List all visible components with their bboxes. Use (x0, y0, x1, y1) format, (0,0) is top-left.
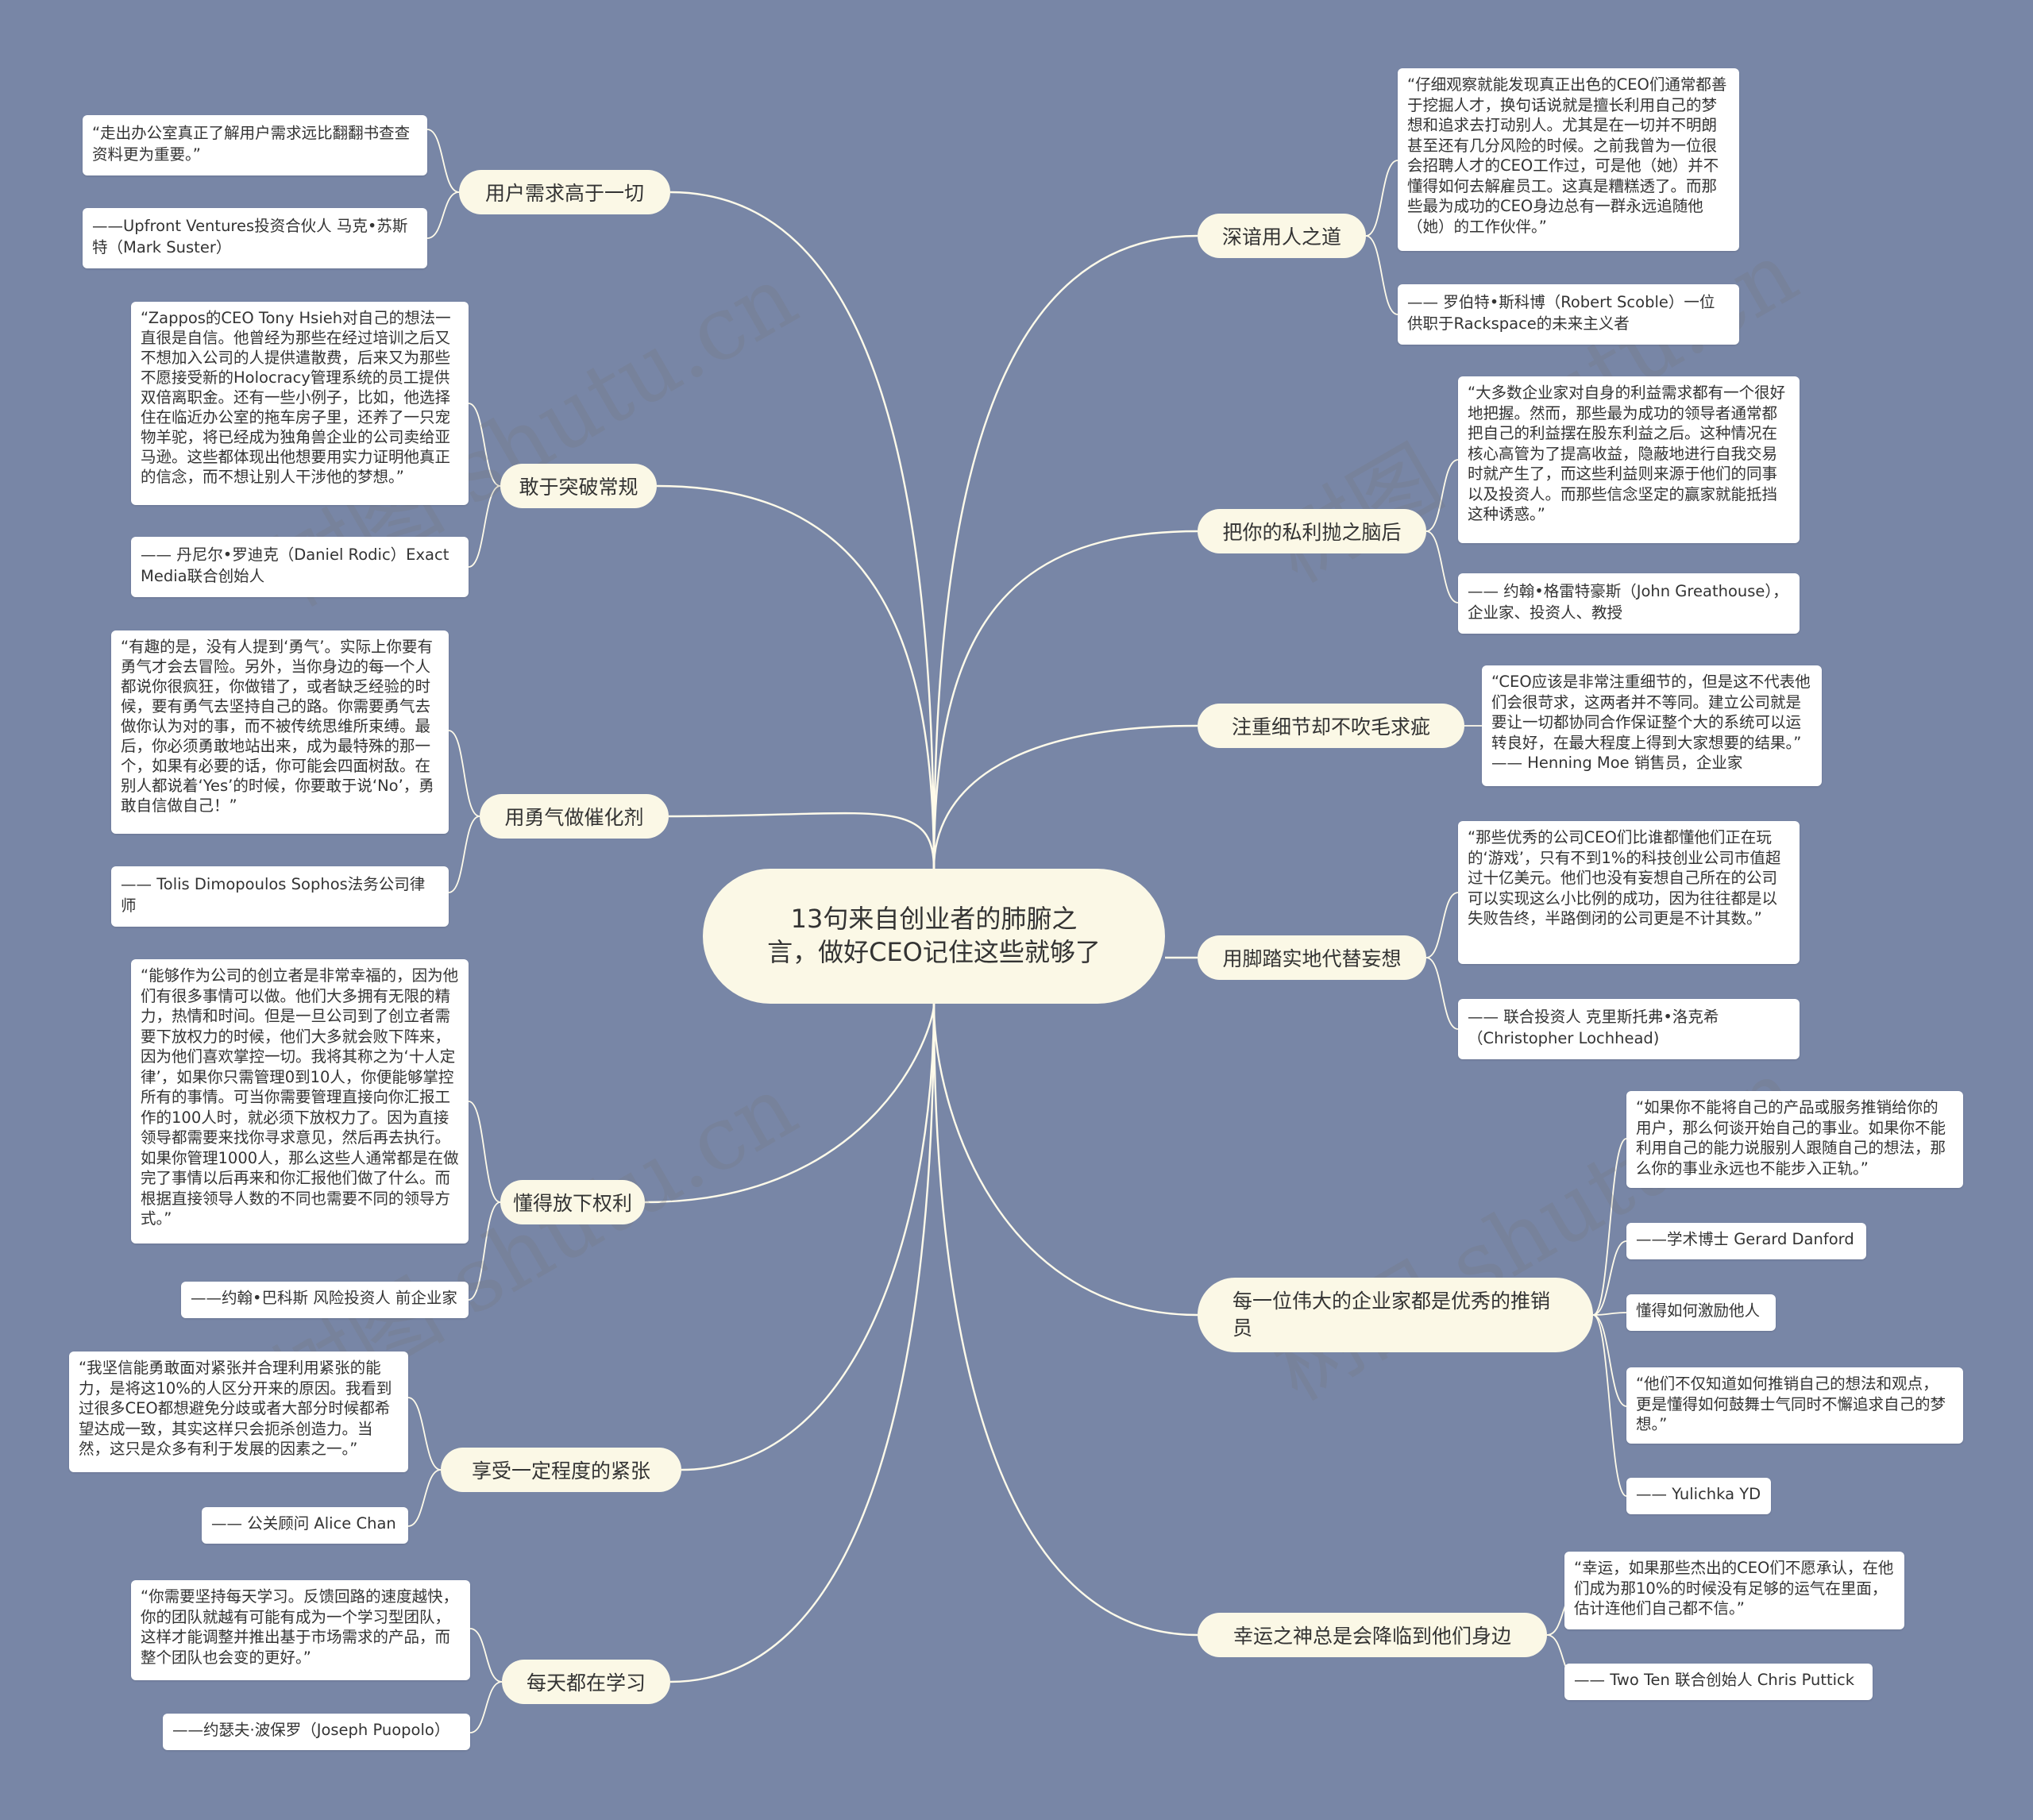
branch-tension[interactable]: 享受一定程度的紧张 (441, 1448, 681, 1492)
branch-user-needs[interactable]: 用户需求高于一切 (459, 170, 670, 214)
leaf-author[interactable]: ——学术博士 Gerard Danford (1626, 1223, 1866, 1259)
leaf-quote[interactable]: “你需要坚持每天学习。反馈回路的速度越快，你的团队就越有可能有成为一个学习型团队… (131, 1580, 470, 1680)
leaf-subtopic[interactable]: 懂得如何激励他人 (1626, 1294, 1776, 1331)
leaf-author[interactable]: —— Yulichka YD (1626, 1478, 1771, 1514)
leaf-author[interactable]: —— Two Ten 联合创始人 Chris Puttick (1564, 1664, 1873, 1700)
leaf-author[interactable]: —— 联合投资人 克里斯托弗•洛克希（Christopher Lochhead) (1458, 999, 1800, 1059)
branch-details[interactable]: 注重细节却不吹毛求疵 (1198, 704, 1464, 748)
leaf-author[interactable]: —— 约翰•格雷特豪斯（John Greathouse），企业家、投资人、教授 (1458, 573, 1800, 634)
root-topic-label: 13句来自创业者的肺腑之言，做好CEO记住这些就够了 (767, 904, 1101, 967)
leaf-quote[interactable]: “走出办公室真正了解用户需求远比翻翻书查查资料更为重要。” (83, 115, 427, 175)
leaf-quote[interactable]: “有趣的是，没有人提到‘勇气’。实际上你要有勇气才会去冒险。另外，当你身边的每一… (111, 630, 449, 834)
branch-learn-daily[interactable]: 每天都在学习 (502, 1660, 670, 1704)
leaf-author[interactable]: ——Upfront Ventures投资合伙人 马克•苏斯特（Mark Sust… (83, 208, 427, 268)
branch-down-to-earth[interactable]: 用脚踏实地代替妄想 (1198, 935, 1426, 980)
leaf-quote[interactable]: “Zappos的CEO Tony Hsieh对自己的想法一直很是自信。他曾经为那… (131, 302, 469, 505)
leaf-quote[interactable]: “大多数企业家对自身的利益需求都有一个很好地把握。然而，那些最为成功的领导者通常… (1458, 376, 1800, 543)
leaf-author[interactable]: —— 公关顾问 Alice Chan (202, 1507, 408, 1544)
leaf-author[interactable]: —— 罗伯特•斯科博（Robert Scoble）一位供职于Rackspace的… (1398, 284, 1739, 345)
branch-delegate[interactable]: 懂得放下权利 (500, 1180, 645, 1224)
branch-break-rules[interactable]: 敢于突破常规 (500, 464, 657, 508)
branch-luck[interactable]: 幸运之神总是会降临到他们身边 (1198, 1613, 1547, 1657)
leaf-quote[interactable]: “CEO应该是非常注重细节的，但是这不代表他们会很苛求，这两者并不等同。建立公司… (1482, 665, 1822, 786)
root-topic[interactable]: 13句来自创业者的肺腑之言，做好CEO记住这些就够了 (703, 869, 1165, 1004)
branch-salesman[interactable]: 每一位伟大的企业家都是优秀的推销员 (1198, 1278, 1593, 1352)
leaf-quote[interactable]: “幸运，如果那些杰出的CEO们不愿承认，在他们成为那10%的时候没有足够的运气在… (1564, 1552, 1904, 1629)
leaf-author[interactable]: ——约翰•巴科斯 风险投资人 前企业家 (181, 1282, 469, 1318)
branch-courage[interactable]: 用勇气做催化剂 (480, 794, 669, 839)
leaf-author[interactable]: ——约瑟夫·波保罗（Joseph Puopolo） (163, 1714, 470, 1750)
leaf-quote[interactable]: “能够作为公司的创立者是非常幸福的，因为他们有很多事情可以做。他们大多拥有无限的… (131, 959, 469, 1244)
branch-self-interest[interactable]: 把你的私利抛之脑后 (1198, 509, 1426, 553)
leaf-quote[interactable]: “如果你不能将自己的产品或服务推销给你的用户，那么何谈开始自己的事业。如果你不能… (1626, 1091, 1963, 1188)
leaf-quote[interactable]: “我坚信能勇敢面对紧张并合理利用紧张的能力，是将这10%的人区分开来的原因。我看… (69, 1352, 408, 1472)
leaf-author[interactable]: —— 丹尼尔•罗迪克（Daniel Rodic）Exact Media联合创始人 (131, 537, 469, 597)
branch-people[interactable]: 深谙用人之道 (1198, 214, 1366, 258)
leaf-author[interactable]: —— Tolis Dimopoulos Sophos法务公司律师 (111, 866, 449, 927)
leaf-quote[interactable]: “那些优秀的公司CEO们比谁都懂他们正在玩的‘游戏’，只有不到1%的科技创业公司… (1458, 821, 1800, 964)
leaf-quote[interactable]: “他们不仅知道如何推销自己的想法和观点，更是懂得如何鼓舞士气同时不懈追求自己的梦… (1626, 1367, 1963, 1444)
leaf-quote[interactable]: “仔细观察就能发现真正出色的CEO们通常都善于挖掘人才，换句话说就是擅长利用自己… (1398, 68, 1739, 251)
